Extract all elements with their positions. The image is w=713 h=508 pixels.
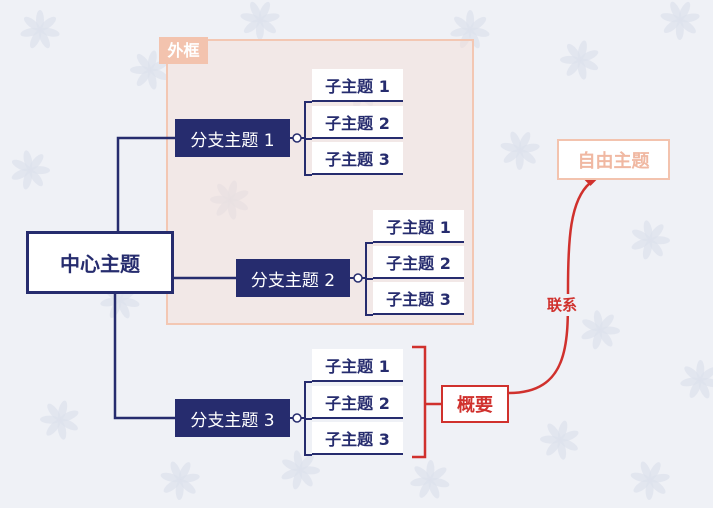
relationship-label[interactable]: 联系 [536, 294, 588, 316]
branch-2-subtopic-3[interactable]: 子主题 3 [373, 282, 464, 315]
branch-2-collapse-toggle[interactable] [353, 273, 363, 283]
central-topic[interactable]: 中心主题 [26, 231, 174, 294]
background-leaf-cluster [20, 10, 60, 49]
background-leaf-cluster [560, 40, 599, 80]
summary-topic[interactable]: 概要 [441, 385, 509, 423]
background-leaf-cluster [410, 460, 450, 499]
branch-3-subtopic-2[interactable]: 子主题 2 [312, 386, 403, 419]
background-leaf-cluster [680, 360, 713, 399]
branch-3-subtopic-1[interactable]: 子主题 1 [312, 349, 403, 382]
background-leaf-cluster [40, 400, 79, 440]
background-leaf-cluster [11, 150, 50, 190]
background-leaf-cluster [160, 461, 200, 500]
relationship-line[interactable] [508, 182, 591, 395]
connector-central-branch-3 [113, 294, 175, 420]
background-leaf-cluster [581, 310, 620, 350]
background-leaf-cluster [500, 131, 540, 170]
branch-3-collapse-toggle[interactable] [292, 413, 302, 423]
main-topic-2[interactable]: 分支主题 2 [236, 259, 350, 297]
branch-2-subtopic-1[interactable]: 子主题 1 [373, 210, 464, 243]
branch-2-subtopic-2[interactable]: 子主题 2 [373, 246, 464, 279]
floating-topic[interactable]: 自由主题 [557, 139, 670, 180]
boundary-label[interactable]: 外框 [159, 37, 208, 64]
branch-1-subtopic-2[interactable]: 子主题 2 [312, 106, 403, 139]
summary-bracket[interactable] [412, 345, 441, 459]
background-leaf-cluster [630, 461, 670, 500]
main-topic-3[interactable]: 分支主题 3 [175, 399, 290, 437]
branch-1-subtopic-3[interactable]: 子主题 3 [312, 142, 403, 175]
background-leaf-cluster [281, 450, 320, 490]
branch-1-collapse-toggle[interactable] [292, 133, 302, 143]
background-leaf-cluster [450, 10, 490, 49]
background-leaf-cluster [540, 420, 579, 460]
background-leaf-cluster [631, 220, 670, 260]
background-leaf-cluster [660, 1, 700, 40]
branch-1-subtopic-1[interactable]: 子主题 1 [312, 69, 403, 102]
background-leaf-cluster [240, 1, 280, 40]
background-leaf-cluster [210, 180, 249, 220]
main-topic-1[interactable]: 分支主题 1 [175, 119, 290, 157]
branch-3-subtopic-3[interactable]: 子主题 3 [312, 422, 403, 455]
connector-central-branch-1 [116, 136, 175, 231]
